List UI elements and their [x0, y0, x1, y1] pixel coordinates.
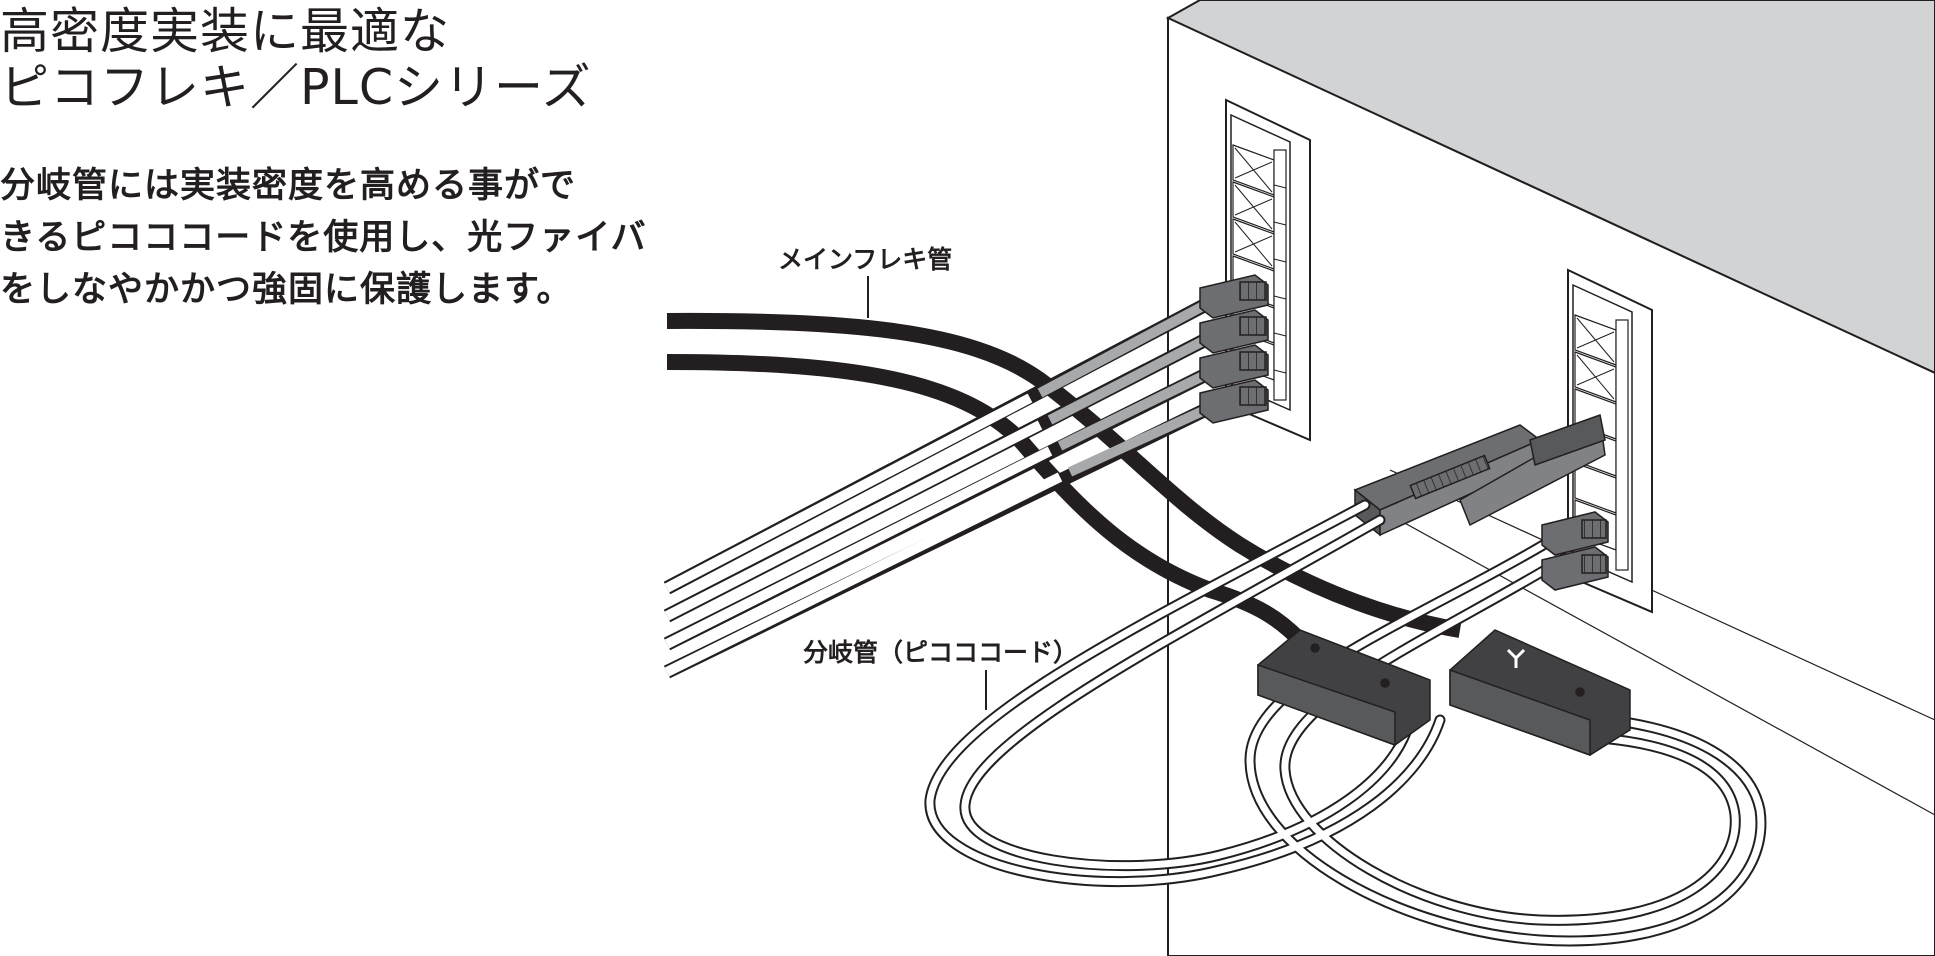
branch-tube-label: 分岐管（ピコココード）	[803, 633, 1078, 669]
main-flex-tube-label: メインフレキ管	[778, 240, 952, 276]
